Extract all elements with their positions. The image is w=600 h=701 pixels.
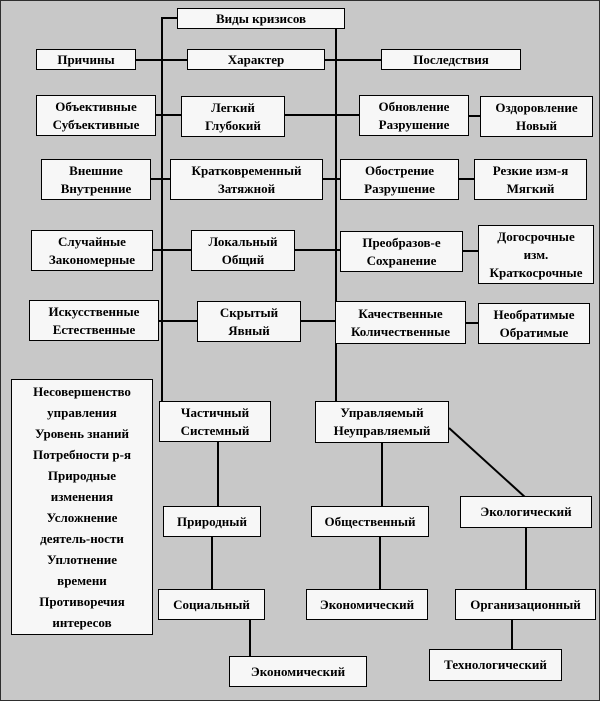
connector-top-stub — [161, 17, 179, 19]
connector-row1-a — [154, 114, 183, 116]
node-consequences-header: Последствия — [381, 49, 521, 70]
connector-causes-character — [136, 59, 189, 61]
node-economic-social-branch: Экономический — [229, 656, 367, 687]
connector-organizational-technological — [511, 619, 513, 650]
node-partial-systemic: Частичный Системный — [159, 401, 271, 442]
connector-row3-c — [461, 250, 480, 252]
connector-row3-a — [151, 249, 193, 251]
connector-row3-b — [293, 249, 342, 251]
node-economic-public-branch: Экономический — [306, 589, 428, 620]
connector-ecological-organizational — [525, 527, 527, 590]
connector-partial-natural — [217, 441, 219, 507]
connector-social-economic — [249, 619, 251, 657]
connector-public-economic — [379, 536, 381, 590]
connector-row4-c — [464, 322, 480, 324]
connector-natural-social — [211, 536, 213, 590]
node-transformation-preservation: Преобразов-е Сохранение — [340, 231, 463, 272]
node-qualitative-quantitative: Качественные Количественные — [335, 301, 466, 344]
node-recovery-new: Оздоровление Новый — [480, 96, 593, 137]
connector-right-trunk — [335, 28, 337, 403]
connector-row4-b — [299, 320, 337, 322]
node-objective-subjective: Объективные Субъективные — [36, 95, 156, 136]
node-irreversible-reversible: Необратимые Обратимые — [478, 303, 590, 344]
node-organizational: Организационный — [455, 589, 596, 620]
connector-row2-b — [321, 178, 342, 180]
node-public: Общественный — [311, 506, 429, 537]
node-local-general: Локальный Общий — [191, 230, 295, 271]
node-aggravation-destruction: Обострение Разрушение — [340, 159, 459, 200]
node-ecological: Экологический — [460, 496, 592, 528]
node-technological: Технологический — [429, 649, 562, 681]
node-light-deep: Легкий Глубокий — [181, 96, 285, 137]
connector-row2-c — [457, 178, 476, 180]
node-hidden-evident: Скрытый Явный — [197, 301, 301, 342]
connector-left-trunk — [161, 17, 163, 403]
node-causes-list: Несовершенство управления Уровень знаний… — [11, 379, 153, 635]
node-external-internal: Внешние Внутренние — [41, 159, 151, 200]
node-title: Виды кризисов — [177, 8, 345, 29]
node-short-protracted: Кратковременный Затяжной — [170, 159, 323, 200]
node-social: Социальный — [158, 589, 265, 620]
node-character-header: Характер — [187, 49, 325, 70]
node-longterm-shortterm: Догосрочные изм. Краткосрочные — [478, 225, 594, 284]
connector-row1-c — [467, 115, 482, 117]
node-natural: Природный — [163, 506, 261, 537]
connector-character-consequences — [323, 59, 383, 61]
node-random-regular: Случайные Закономерные — [31, 230, 153, 271]
connector-row2-a — [149, 178, 172, 180]
node-renewal-destruction: Обновление Разрушение — [359, 95, 469, 136]
node-artificial-natural: Искусственные Естественные — [29, 300, 159, 341]
connector-row4-a — [157, 320, 199, 322]
connector-managed-public — [381, 442, 383, 507]
node-causes-header: Причины — [36, 49, 136, 70]
node-sharp-soft: Резкие изм-я Мягкий — [474, 159, 587, 200]
connector-row1-b — [284, 114, 361, 116]
node-managed-unmanaged: Управляемый Неуправляемый — [315, 401, 449, 443]
